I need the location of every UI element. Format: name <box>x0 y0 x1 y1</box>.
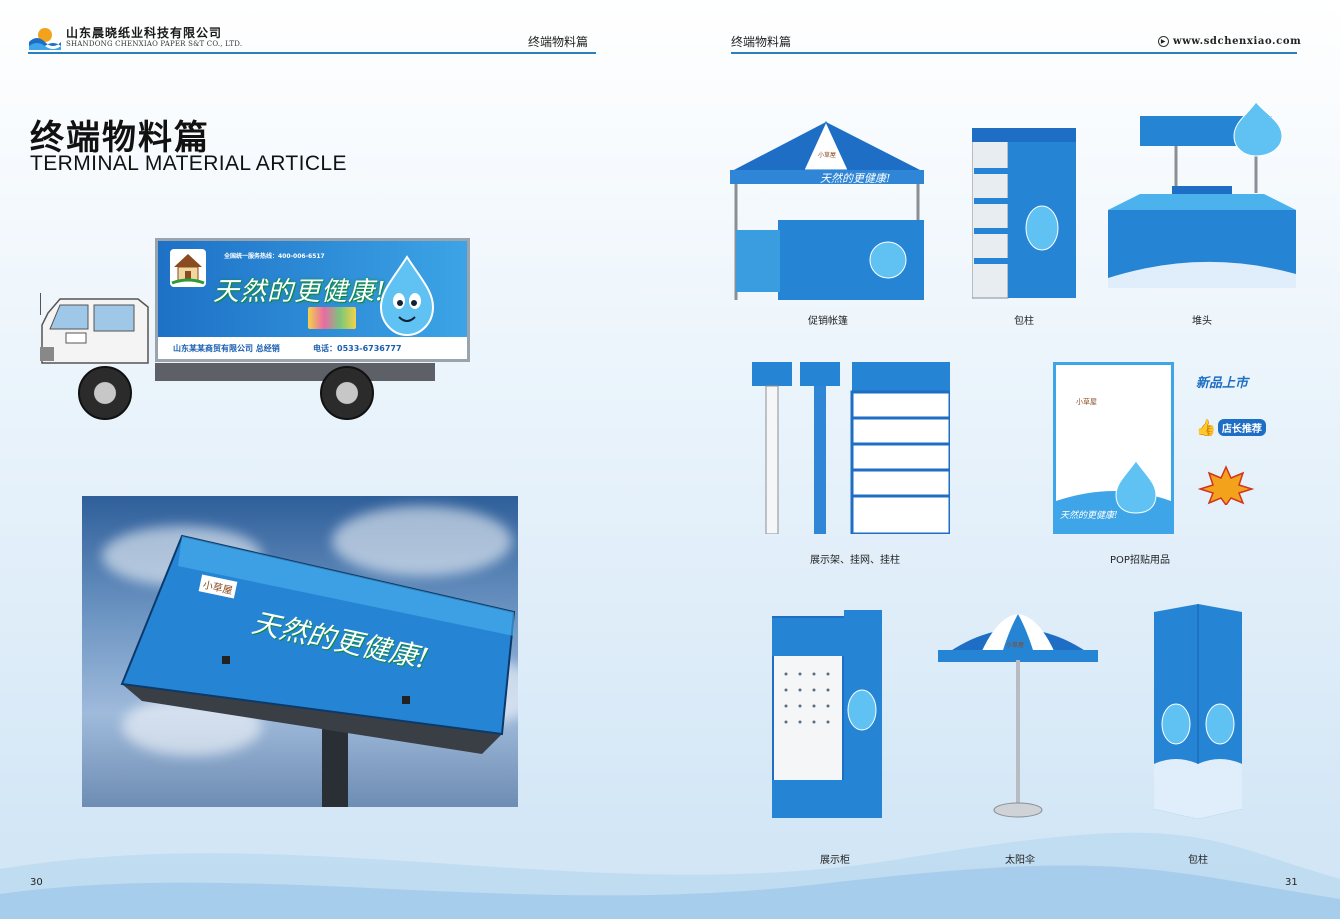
caption-pop: POP招贴用品 <box>1110 555 1170 566</box>
display-rack-set <box>752 362 952 536</box>
caption-display-cabinet: 展示柜 <box>820 855 850 866</box>
caption-umbrella: 太阳伞 <box>1005 855 1035 866</box>
display-cabinet <box>770 610 882 820</box>
manager-recommend-badge: 👍 店长推荐 <box>1196 418 1266 437</box>
service-hotline: 全国统一服务热线：400-006-6517 <box>224 253 325 260</box>
column-wrap-1 <box>971 128 1076 306</box>
front-wheel <box>78 366 132 420</box>
promo-tent: 天然的更健康! 小草屋 <box>728 120 925 305</box>
rear-wheel <box>320 366 374 420</box>
recommend-label: 店长推荐 <box>1217 419 1266 436</box>
product-packs <box>308 307 356 329</box>
page-number-left: 30 <box>30 877 43 888</box>
truck-footer-bar <box>158 337 467 359</box>
company-name-cn: 山东晨晓纸业科技有限公司 <box>66 26 223 40</box>
caption-display-rack: 展示架、挂网、挂柱 <box>810 555 900 566</box>
sun-umbrella: 小草屋 <box>936 612 1100 822</box>
thumbs-up-icon: 👍 <box>1196 418 1216 437</box>
pop-poster: 小草屋 天然的更健康! <box>1053 362 1174 534</box>
tent-brand: 小草屋 <box>818 152 837 159</box>
header-rule-right <box>731 52 1297 54</box>
new-product-label: 新品上市 <box>1196 376 1249 391</box>
section-title-left: 终端物料篇 <box>528 35 589 49</box>
header-rule-left <box>28 52 596 54</box>
billboard-photo: 天然的更健康! 小草屋 <box>82 496 518 807</box>
truck-cab <box>40 293 149 364</box>
column-wrap-2 <box>1154 604 1242 819</box>
section-title-right: 终端物料篇 <box>731 35 792 49</box>
caption-column-wrap-1: 包柱 <box>1014 316 1034 327</box>
billboard-structure <box>120 534 516 807</box>
background-wave <box>0 832 1340 919</box>
tent-slogan: 天然的更健康! <box>820 172 891 185</box>
website-link[interactable]: ▶ www.sdchenxiao.com <box>1158 36 1301 47</box>
website-text: www.sdchenxiao.com <box>1173 36 1302 47</box>
umbrella-brand: 小草屋 <box>1006 642 1025 649</box>
page-number-right: 31 <box>1285 877 1298 888</box>
play-circle-icon: ▶ <box>1158 36 1169 47</box>
truck-advertising-box: 全国统一服务热线：400-006-6517 天然的更健康! 山东某某商贸有限公司… <box>155 238 470 362</box>
end-cap-stack <box>1106 98 1298 303</box>
company-logo-icon <box>29 28 61 50</box>
page-title-cn: 终端物料篇 <box>30 118 210 158</box>
pop-slogan: 天然的更健康! <box>1060 511 1118 521</box>
caption-end-cap: 堆头 <box>1192 316 1212 327</box>
dealer-name: 山东某某商贸有限公司 总经销 <box>173 344 280 353</box>
pop-brand: 小草屋 <box>1076 398 1097 406</box>
caption-tent: 促销帐篷 <box>808 316 848 327</box>
dealer-phone: 电话：0533-6736777 <box>313 344 402 353</box>
caption-column-wrap-2: 包柱 <box>1188 855 1208 866</box>
brand-slogan: 天然的更健康! <box>213 277 387 307</box>
page-title-en: TERMINAL MATERIAL ARTICLE <box>30 152 347 175</box>
water-drop-mascot-icon <box>379 255 435 337</box>
thumbs-up-starburst-icon <box>1198 465 1254 505</box>
house-logo-icon <box>170 249 206 287</box>
company-name-en: SHANDONG CHENXIAO PAPER S&T CO., LTD. <box>66 40 243 48</box>
truck-chassis <box>155 363 435 381</box>
